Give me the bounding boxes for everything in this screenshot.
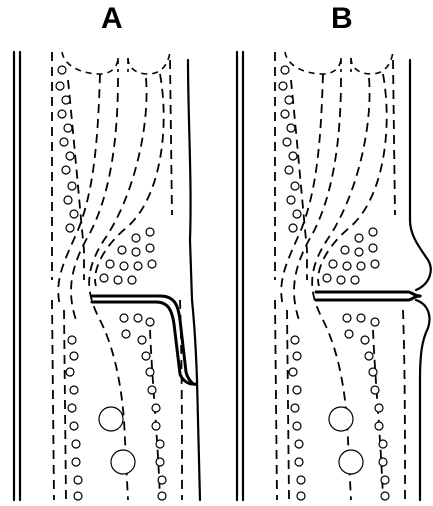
dashed-line-b2 — [291, 80, 307, 280]
upper-bulge-b — [410, 60, 431, 290]
dashed-line-a1 — [52, 52, 54, 500]
dashed-line-b6 — [373, 330, 383, 500]
granules-cluster-a — [100, 228, 156, 284]
dome-right-a — [128, 52, 170, 74]
vesicle-b2 — [339, 450, 363, 474]
strand-b4 — [318, 74, 387, 286]
dome-right-b — [351, 52, 393, 74]
strand-a3 — [89, 78, 146, 500]
granules-left-b — [279, 66, 305, 500]
dome-stem-a — [118, 58, 128, 72]
panel-a — [14, 52, 200, 500]
outer-wall-right-a — [188, 60, 200, 500]
dashed-line-a3 — [64, 310, 66, 500]
strand-a4 — [95, 74, 164, 286]
dashed-line-a2 — [68, 80, 84, 280]
panel-b — [237, 52, 431, 500]
vesicle-a2 — [111, 450, 135, 474]
dashed-line-b1 — [275, 52, 277, 500]
dashed-line-a6 — [150, 330, 160, 500]
granules-cluster-b — [323, 228, 379, 284]
dashed-line-b3 — [287, 310, 289, 500]
dome-stem-b — [341, 58, 351, 72]
granules-left-a — [56, 66, 82, 500]
vesicle-b1 — [329, 407, 353, 431]
lower-bulge-b — [416, 300, 430, 500]
septum-b — [316, 292, 420, 296]
vesicle-a1 — [99, 407, 123, 431]
dashed-line-b5 — [403, 310, 405, 500]
dome-left-b — [285, 52, 341, 74]
septum-inner-b — [316, 296, 420, 300]
strand-b3 — [312, 78, 369, 500]
dashed-line-a4 — [170, 60, 172, 215]
dome-left-a — [62, 52, 118, 74]
dashed-line-b4 — [393, 60, 395, 215]
